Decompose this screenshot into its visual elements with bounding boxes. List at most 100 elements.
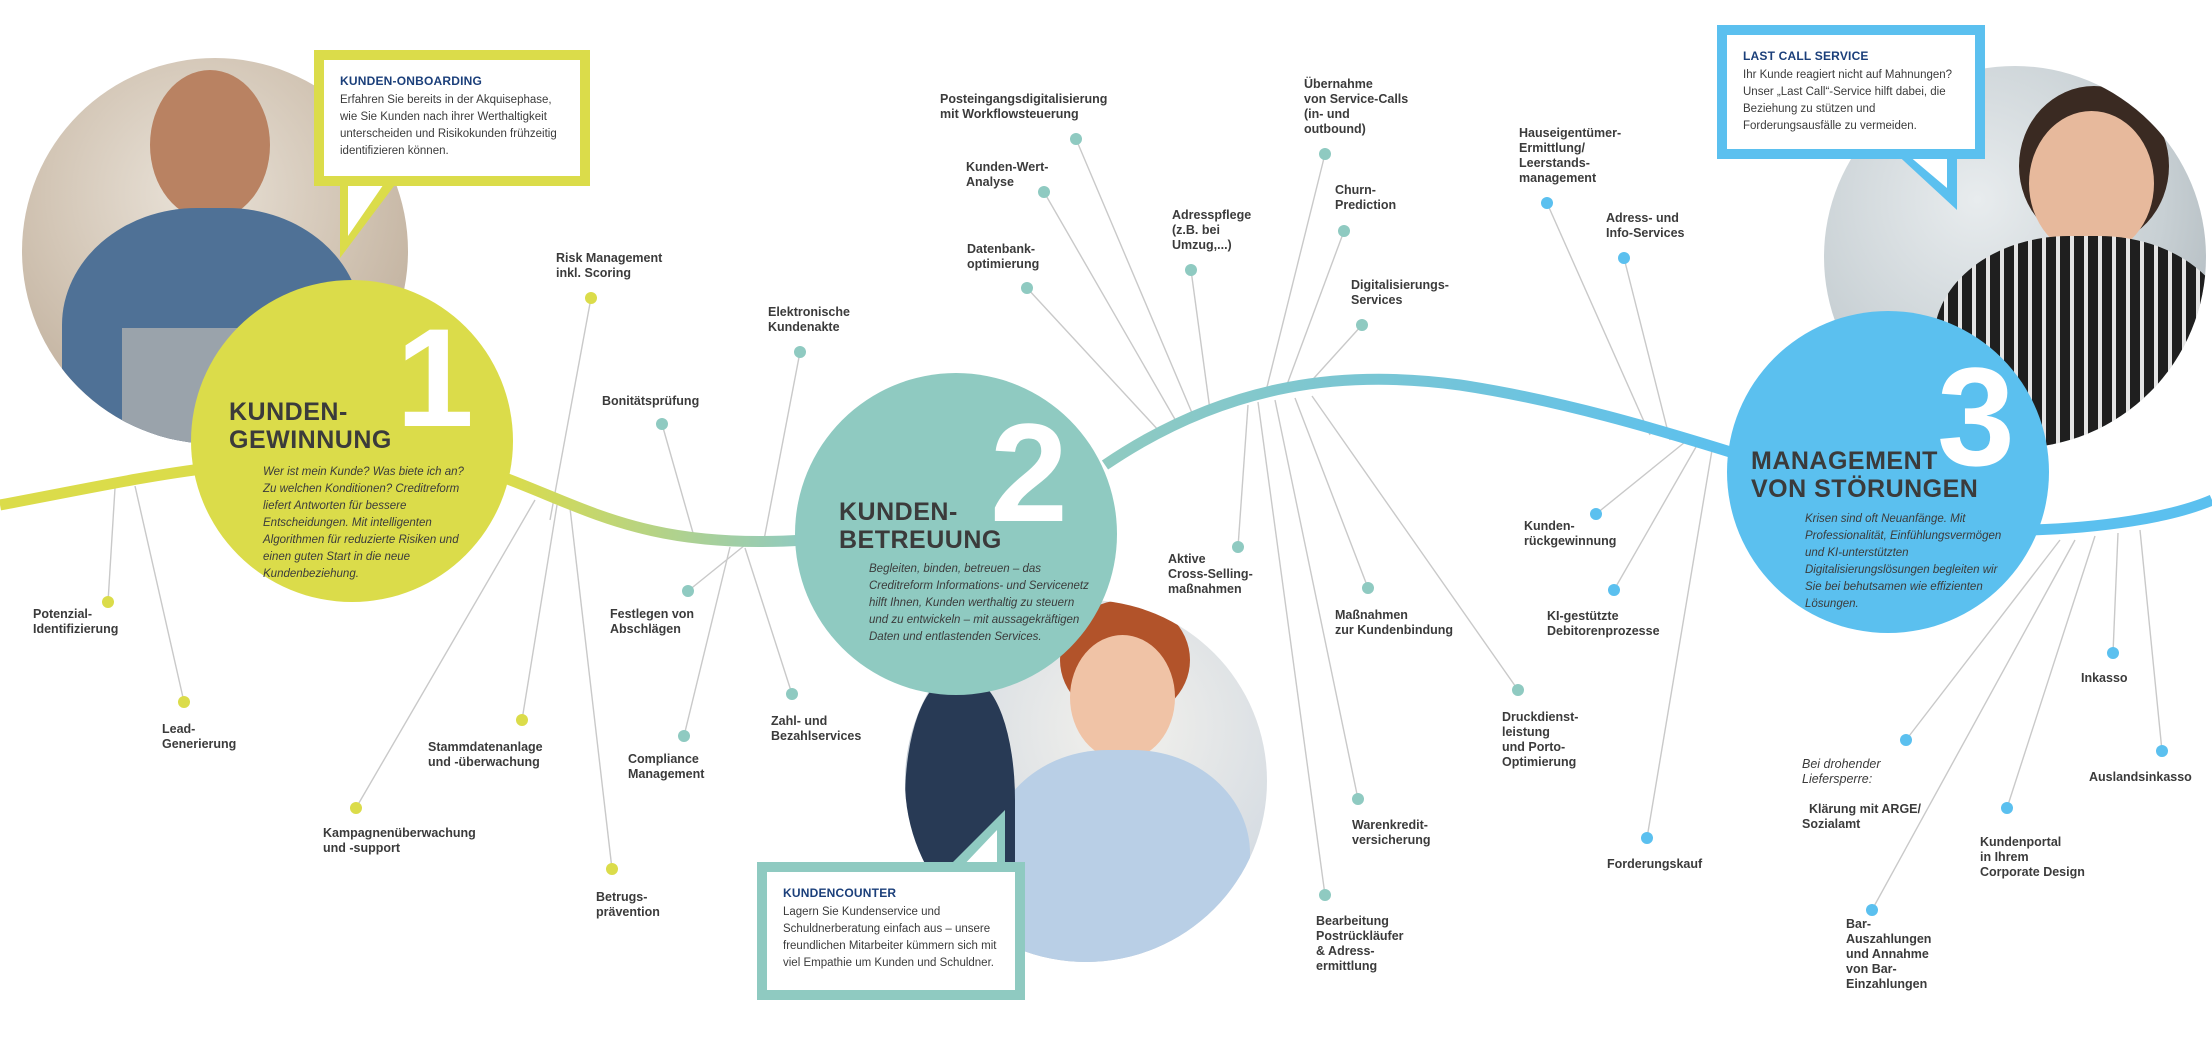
service-label-bar-auszahlungen: Bar- Auszahlungen und Annahme von Bar- E… xyxy=(1846,917,1932,991)
photo-person-head xyxy=(1070,635,1175,760)
connector-adress-und-info-services xyxy=(1623,257,1671,441)
service-label-festlegen-von-abschlaegen: Festlegen von Abschlägen xyxy=(610,607,695,636)
connector-kunden-wert-analyse xyxy=(1043,191,1181,429)
dot-lead-generierung xyxy=(178,696,190,708)
connector-kundenportal xyxy=(2006,535,2096,809)
stage-2-circle: 2 KUNDEN- BETREUUNG Begleiten, binden, b… xyxy=(795,373,1117,695)
dot-uebernahme-service-calls xyxy=(1319,148,1331,160)
service-label-bearbeitung-postruecklaeufer: Bearbeitung Postrückläufer & Adress- erm… xyxy=(1316,914,1404,973)
dot-bonitaetspruefung xyxy=(656,418,668,430)
connector-adresspflege xyxy=(1190,269,1211,411)
stage-1-description: Wer ist mein Kunde? Was biete ich an? Zu… xyxy=(263,466,464,580)
dot-datenbank-optimierung xyxy=(1021,282,1033,294)
stage-2-title: KUNDEN- BETREUUNG xyxy=(839,498,1002,554)
dot-kundenrueckgewinnung xyxy=(1590,508,1602,520)
connector-klaerung-arge xyxy=(1905,539,2061,741)
connector-uebernahme-service-calls xyxy=(1264,153,1326,396)
callout-3-pointer xyxy=(1892,150,1957,210)
callout-kunden-onboarding: KUNDEN-ONBOARDING Erfahren Sie bereits i… xyxy=(314,50,590,186)
service-label-adresspflege: Adresspflege (z.B. bei Umzug,...) xyxy=(1172,208,1252,252)
service-label-kundenrueckgewinnung: Kunden- rückgewinnung xyxy=(1524,519,1617,548)
service-label-forderungskauf: Forderungskauf xyxy=(1607,857,1703,871)
dot-posteingangsdigitalisierung xyxy=(1070,133,1082,145)
service-label-massnahmen-kundenbindung: Maßnahmen zur Kundenbindung xyxy=(1335,608,1454,637)
wave-segment-2 xyxy=(503,472,806,548)
service-label-lead-generierung: Lead- Generierung xyxy=(162,722,237,751)
connector-kundenrueckgewinnung xyxy=(1595,437,1691,515)
callout-kundencounter: KUNDENCOUNTER Lagern Sie Kundenservice u… xyxy=(757,862,1025,1000)
connector-compliance-management xyxy=(683,546,731,737)
dot-hauseigentuemer-ermittlung xyxy=(1541,197,1553,209)
connector-inkasso xyxy=(2112,532,2119,654)
dot-kundenportal xyxy=(2001,802,2013,814)
service-label-ki-gestuetzte-debitorenprozesse: KI-gestützte Debitorenprozesse xyxy=(1547,609,1660,638)
service-label-datenbank-optimierung: Datenbank- optimierung xyxy=(967,242,1040,271)
wave-segment-4 xyxy=(2029,494,2212,536)
dot-auslandsinkasso xyxy=(2156,745,2168,757)
connector-betrugspraevention xyxy=(569,507,613,870)
dot-ki-gestuetzte-debitorenprozesse xyxy=(1608,584,1620,596)
service-label-elektronische-kundenakte: Elektronische Kundenakte xyxy=(768,305,850,334)
callout-1-title: KUNDEN-ONBOARDING xyxy=(340,74,483,88)
dot-warenkreditversicherung xyxy=(1352,793,1364,805)
connector-bearbeitung-postruecklaeufer xyxy=(1257,401,1326,896)
photo-person-head xyxy=(150,70,270,220)
service-label-aktive-cross-selling: Aktive Cross-Selling- maßnahmen xyxy=(1168,552,1253,596)
dot-risk-management xyxy=(585,292,597,304)
stage-2-number: 2 xyxy=(990,394,1068,551)
dot-churn-prediction xyxy=(1338,225,1350,237)
dot-elektronische-kundenakte xyxy=(794,346,806,358)
dot-kunden-wert-analyse xyxy=(1038,186,1050,198)
connector-risk-management xyxy=(549,297,592,521)
dot-inkasso xyxy=(2107,647,2119,659)
connector-warenkreditversicherung xyxy=(1274,399,1359,800)
callout-2-title: KUNDENCOUNTER xyxy=(783,886,897,900)
callout-last-call-service: LAST CALL SERVICE Ihr Kunde reagiert nic… xyxy=(1717,25,1985,159)
photo-person-head xyxy=(2029,111,2154,256)
service-label-risk-management: Risk Management inkl. Scoring xyxy=(556,251,663,280)
callout-1-text: Erfahren Sie bereits in der Akquisephase… xyxy=(340,94,557,157)
service-label-posteingangsdigitalisierung: Posteingangsdigitalisierung mit Workflow… xyxy=(940,92,1108,121)
photo-person-blouse xyxy=(990,750,1250,962)
dot-potenzial-identifizierung xyxy=(102,596,114,608)
dot-zahl-und-bezahlservices xyxy=(786,688,798,700)
service-label-stammdatenanlage: Stammdatenanlage und -überwachung xyxy=(428,740,543,769)
dot-betrugspraevention xyxy=(606,863,618,875)
dot-adress-und-info-services xyxy=(1618,252,1630,264)
stage-3-title: MANAGEMENT VON STÖRUNGEN xyxy=(1751,447,1979,503)
service-label-compliance-management: Compliance Management xyxy=(628,752,705,781)
connector-bar-auszahlungen xyxy=(1871,539,2076,911)
dot-kampagnenueberwachung xyxy=(350,802,362,814)
dot-festlegen-von-abschlaegen xyxy=(682,585,694,597)
connector-elektronische-kundenakte xyxy=(762,351,801,546)
dot-bar-auszahlungen xyxy=(1866,904,1878,916)
connector-datenbank-optimierung xyxy=(1026,287,1161,433)
stage-3-number: 3 xyxy=(1937,338,2015,495)
callout-2-pointer xyxy=(945,810,1005,870)
callout-1-pointer xyxy=(340,178,400,258)
service-label-inkasso: Inkasso xyxy=(2081,671,2128,685)
service-dots xyxy=(102,133,2168,916)
service-label-betrugspraevention: Betrugs- prävention xyxy=(596,890,660,919)
service-label-druckdienstleistung: Druckdienst- leistung und Porto- Optimie… xyxy=(1502,710,1579,769)
service-label-zahl-und-bezahlservices: Zahl- und Bezahlservices xyxy=(771,714,862,743)
callout-2-text: Lagern Sie Kundenservice und Schuldnerbe… xyxy=(783,906,997,969)
service-label-churn-prediction: Churn- Prediction xyxy=(1335,183,1397,212)
dot-digitalisierungs-services xyxy=(1356,319,1368,331)
service-label-potenzial-identifizierung: Potenzial- Identifizierung xyxy=(33,607,119,636)
service-label-klaerung-arge-text: Klärung mit ARGE/ Sozialamt xyxy=(1802,802,1921,831)
stage-1-number: 1 xyxy=(396,299,474,456)
connector-hauseigentuemer-ermittlung xyxy=(1546,202,1651,436)
service-label-uebernahme-service-calls: Übernahme von Service-Calls (in- und out… xyxy=(1304,77,1409,136)
dot-forderungskauf xyxy=(1641,832,1653,844)
service-label-warenkreditversicherung: Warenkredit- versicherung xyxy=(1352,818,1431,847)
service-label-kunden-wert-analyse: Kunden-Wert- Analyse xyxy=(966,160,1049,189)
connector-kampagnenueberwachung xyxy=(355,499,536,809)
dot-stammdatenanlage xyxy=(516,714,528,726)
connector-aktive-cross-selling xyxy=(1237,404,1249,548)
dot-klaerung-arge xyxy=(1900,734,1912,746)
connector-lead-generierung xyxy=(134,485,185,703)
stage-1-circle: 1 KUNDEN- GEWINNUNG Wer ist mein Kunde? … xyxy=(191,280,513,602)
connector-digitalisierungs-services xyxy=(1304,324,1363,389)
